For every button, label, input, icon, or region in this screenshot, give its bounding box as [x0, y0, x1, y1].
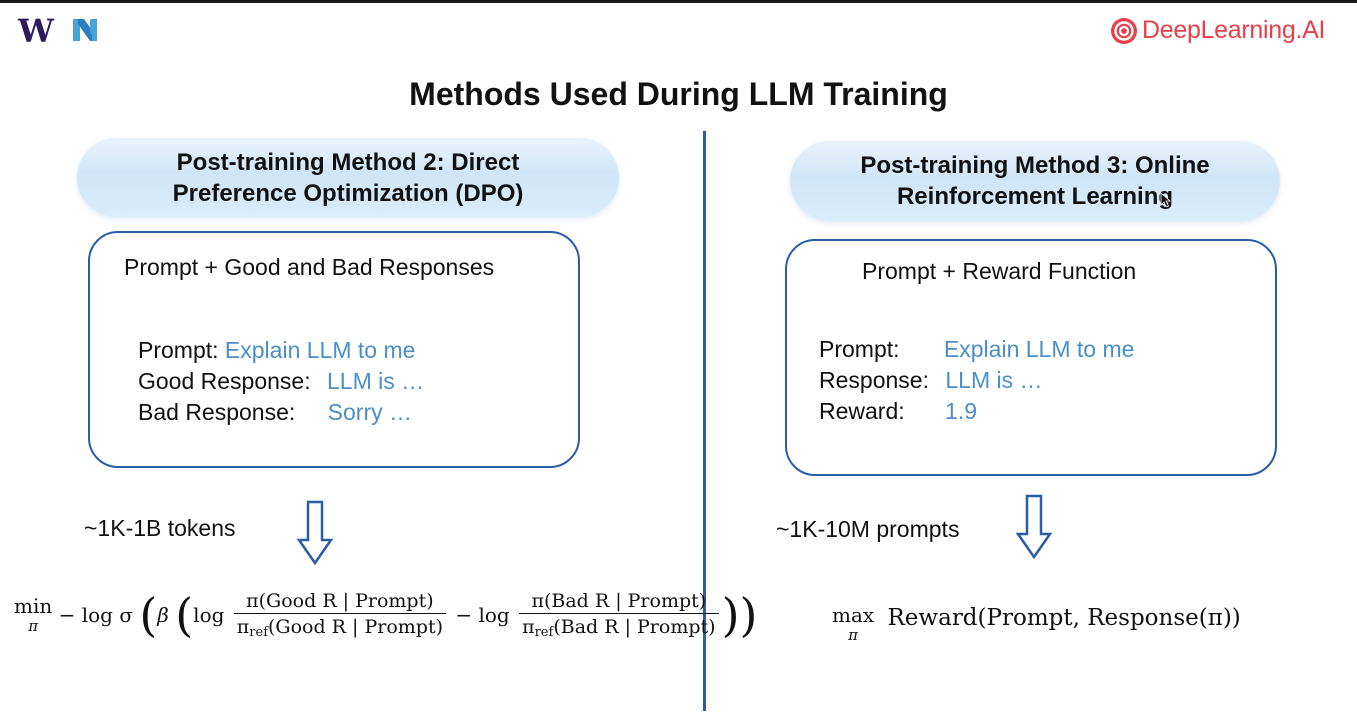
dpo-bad-row: Bad Response: Sorry …	[138, 399, 412, 426]
rl-prompt-row: Prompt: Explain LLM to me	[819, 336, 1134, 363]
page-title: Methods Used During LLM Training	[409, 76, 948, 112]
dpo-prompt-label: Prompt:	[138, 337, 219, 363]
dpo-down-arrow-icon	[296, 500, 334, 566]
dpo-good-ratio: π(Good R | Prompt) πref(Good R | Prompt)	[233, 590, 447, 640]
rl-prompt-label: Prompt:	[819, 336, 900, 362]
rl-prompt-value: Explain LLM to me	[943, 336, 1135, 362]
rl-max-operator: max π	[832, 603, 875, 644]
dpo-loss-formula: min π − log σ (β (log π(Good R | Prompt)…	[14, 590, 757, 640]
online-rl-heading-line2: Reinforcement Learning	[896, 183, 1174, 210]
rl-response-row: Response: LLM is …	[819, 367, 1043, 394]
dpo-prompt-value: Explain LLM to me	[224, 337, 416, 363]
rl-reward-row: Reward: 1.9	[819, 398, 977, 425]
deeplearning-ai-logo: DeepLearning.AI	[1110, 16, 1325, 45]
rl-reward-value: 1.9	[945, 398, 978, 424]
close-paren-inner: )	[721, 588, 740, 642]
online-rl-heading: Post-training Method 3: Online Reinforce…	[790, 141, 1280, 221]
mouse-cursor-icon	[1160, 192, 1172, 208]
rl-objective-body: Reward(Prompt, Response(π))	[887, 605, 1241, 631]
dpo-heading-line2: Preference Optimization (DPO)	[172, 179, 524, 207]
rl-response-value: LLM is …	[945, 367, 1043, 393]
brand-name: DeepLearning.AI	[1142, 16, 1326, 44]
university-w-logo: W	[18, 12, 54, 50]
dpo-bad-numerator: π(Bad R | Prompt)	[519, 590, 719, 614]
rl-objective-formula: max π Reward(Prompt, Response(π))	[832, 605, 1241, 643]
dpo-box-title: Prompt + Good and Bad Responses	[124, 254, 495, 280]
dpo-log1: log	[193, 603, 225, 627]
rl-scale-label: ~1K-10M prompts	[776, 516, 960, 542]
dpo-min-operator: min π	[14, 594, 53, 635]
dpo-neg-log-sigma: − log σ	[58, 603, 133, 627]
dpo-bad-label: Bad Response:	[138, 399, 296, 425]
online-rl-example-box	[785, 239, 1277, 476]
online-rl-heading-line1: Post-training Method 3: Online	[860, 152, 1210, 179]
top-border	[0, 0, 1357, 3]
n-logo	[70, 15, 100, 50]
rl-response-label: Response:	[819, 367, 929, 393]
open-paren-outer: (	[139, 588, 158, 642]
dpo-good-value: LLM is …	[327, 368, 425, 394]
dpo-bad-denominator: πref(Bad R | Prompt)	[522, 616, 716, 640]
dpo-bad-ratio: π(Bad R | Prompt) πref(Bad R | Prompt)	[519, 590, 719, 640]
dpo-example-box	[88, 231, 580, 468]
rl-reward-label: Reward:	[819, 398, 905, 424]
dpo-good-label: Good Response:	[138, 368, 311, 394]
rl-down-arrow-icon	[1015, 494, 1053, 560]
open-paren-inner: (	[175, 588, 194, 642]
dpo-good-denominator: πref(Good R | Prompt)	[236, 616, 444, 640]
dpo-bad-value: Sorry …	[327, 399, 413, 425]
dpo-heading: Post-training Method 2: Direct Preferenc…	[77, 138, 619, 217]
column-divider	[703, 131, 706, 711]
dpo-good-numerator: π(Good R | Prompt)	[233, 590, 447, 614]
deeplearning-ai-icon	[1111, 17, 1137, 44]
dpo-prompt-row: Prompt: Explain LLM to me	[138, 337, 415, 364]
dpo-minus-log: − log	[455, 603, 510, 627]
dpo-scale-label: ~1K-1B tokens	[84, 515, 236, 541]
dpo-heading-line1: Post-training Method 2: Direct	[176, 148, 520, 176]
dpo-good-row: Good Response: LLM is …	[138, 368, 424, 395]
online-rl-box-title: Prompt + Reward Function	[862, 258, 1137, 284]
close-paren-outer: )	[739, 588, 758, 642]
dpo-beta: β	[157, 603, 169, 627]
